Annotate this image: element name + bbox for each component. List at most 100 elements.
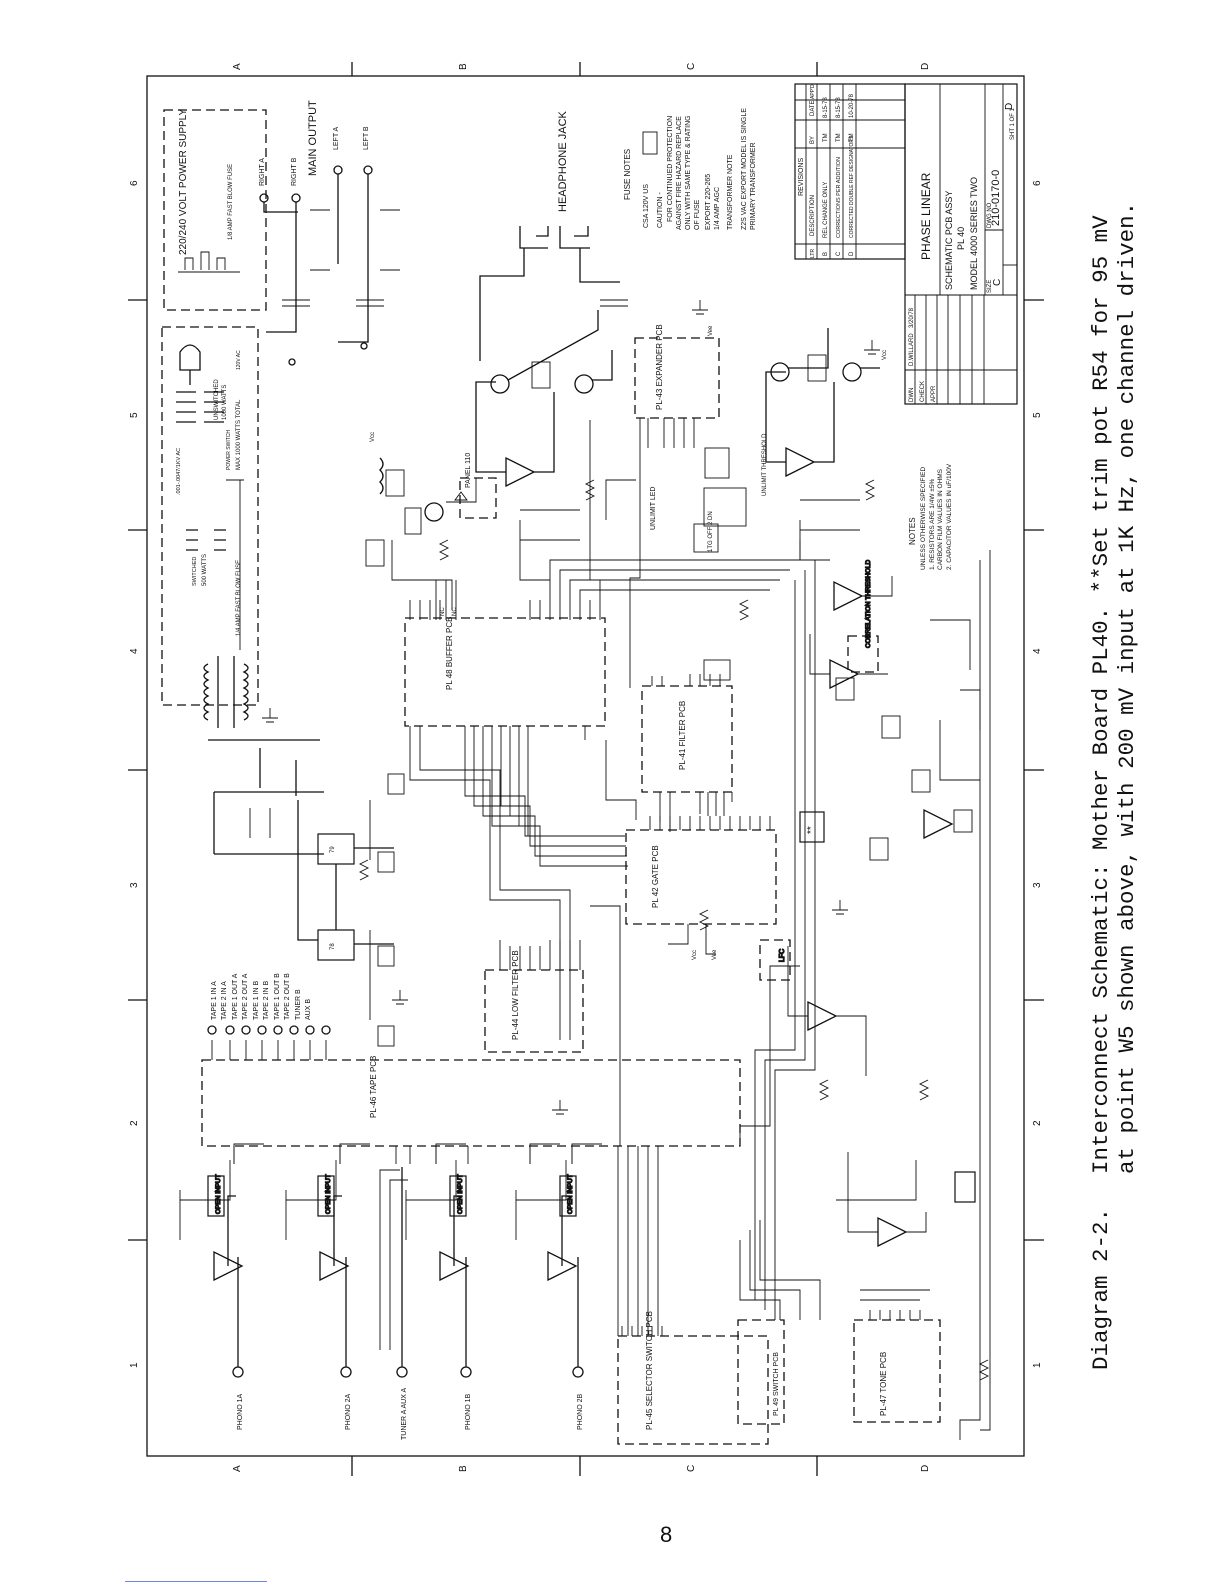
rev-row-d-by: TM [849, 133, 855, 142]
pl48-label: PL 48 BUFFER PCB [445, 616, 454, 690]
fuse-notes-title: FUSE NOTES [623, 149, 632, 200]
total-watts: MAX 1000 WATTS TOTAL [236, 399, 242, 470]
rev-row-b-ltr: B [823, 252, 829, 256]
pl43-label: PL-43 EXPANDER PCB [655, 324, 664, 410]
zone-number-2: 2 [129, 1120, 140, 1126]
phono-2a-label: PHONO 2A [345, 1393, 352, 1430]
general-notes: NOTES UNLESS OTHERWISE SPECIFIED 1. RESI… [908, 463, 953, 570]
zone-number-2-right: 2 [1032, 1120, 1043, 1126]
rev-header-by: BY [810, 136, 816, 144]
fuse-line-9: PRIMARY TRANSFORMER [750, 142, 757, 230]
zone-letters-top: A B C D A B C D [232, 63, 931, 1472]
misc-components [262, 300, 990, 1381]
fuse-line-6: 1/4 AMP AGC [714, 187, 721, 230]
tape-label-9: AUX B [305, 999, 312, 1020]
tape-label-6: TAPE 1 OUT B [274, 973, 281, 1020]
fuse-14-label: 1/4 AMP FAST BLOW FUSE [236, 560, 242, 636]
ac-label: 120V AC [236, 350, 242, 370]
drawn-by: D.WILLARD [909, 333, 915, 366]
rev-row-d-date: 10-20-78 [849, 93, 855, 118]
rev-row-c-date: 8-15-78 [836, 97, 842, 118]
drawing-title-2: PL 40 [956, 227, 966, 250]
power-supply-title: 220/240 VOLT POWER SUPPLY [178, 108, 189, 255]
appr-label: APPR [931, 385, 937, 402]
off-on-label: 1TG OFF 2 DN [708, 511, 714, 552]
rev-header-ltr: LTR [810, 249, 816, 258]
rev-header-date: DATE [810, 100, 816, 116]
unswitched-label: UNSWITCHED [214, 379, 220, 420]
pl47-label: PL-47 TONE PCB [879, 1352, 888, 1416]
zone-number-3: 3 [129, 882, 140, 888]
switched-watts: 500 WATTS [202, 554, 208, 586]
fuse-csa: CSA 120V US [643, 184, 650, 228]
rev-row-b-by: TM [823, 133, 829, 142]
diagram-caption: Diagram 2-2.Interconnect Schematic: Moth… [1088, 130, 1178, 1370]
zone-number-4: 4 [129, 648, 140, 654]
check-label: CHECK [920, 381, 926, 402]
drawing-title-3: MODEL 4000 SERIES TWO [969, 177, 979, 290]
phono-labels: PHONO 1A PHONO 2A TUNER A AUX A PHONO 1B… [237, 1388, 584, 1440]
drawing-title-1: SCHEMATIC PCB ASSY [944, 191, 954, 290]
zone-letter-a: A [232, 63, 243, 70]
fuse-line-3: ONLY WITH SAME TYPE & RATING [685, 115, 692, 230]
pl49-switch-pcb: PL 49 SWITCH PCB [737, 1319, 785, 1425]
drawn-label: DWN [909, 388, 915, 402]
main-output-label: MAIN OUTPUT [307, 100, 319, 176]
output-driver-stages [475, 310, 880, 581]
zone-letter-b: B [458, 63, 469, 70]
power-supply-section: 220/240 VOLT POWER SUPPLY 1/8 AMP FAST B… [161, 108, 405, 1047]
rev-row-c-ltr: C [836, 251, 842, 256]
tape-label-5: TAPE 2 IN B [263, 981, 270, 1020]
power-switch-label: POWER SWITCH [226, 430, 232, 470]
right-a-label: RIGHT A [259, 158, 266, 186]
notes-line-2: 1. RESISTORS ARE 1/4W ±5% [929, 479, 936, 570]
left-a-label: LEFT A [333, 126, 340, 150]
tuner-aux-a-label: TUNER A AUX A [401, 1388, 408, 1440]
page-number: 8 [660, 1522, 673, 1547]
size-label: SIZE [987, 280, 993, 293]
title-block: PHASE LINEAR SCHEMATIC PCB ASSY PL 40 MO… [904, 83, 1018, 405]
vcc-label-1: Vcc [370, 432, 376, 442]
fuse-line-7: TRANSFORMER NOTE [727, 154, 734, 230]
tape-label-1: TAPE 2 IN A [221, 981, 228, 1020]
zone-number-1: 1 [129, 1362, 140, 1368]
zone-letter-d: D [920, 63, 931, 70]
pl41-label: PL-41 FILTER PCB [678, 701, 687, 770]
dwg-no-label: DWG NO [987, 202, 993, 228]
tape-label-3: TAPE 2 OUT A [242, 973, 249, 1020]
phono-2b-label: PHONO 2B [577, 1393, 584, 1430]
size: C [992, 279, 1003, 286]
tone-stages: LFC CORRELATION THRESHOLD [759, 559, 981, 1248]
svg-text:79: 79 [330, 846, 336, 853]
rev-row-b-desc: REL CHANGE ONLY [823, 182, 829, 238]
notes-line-4: 2. CAPACITOR VALUES IN uF/100V [946, 463, 953, 570]
main-output-section: MAIN OUTPUT RIGHT A RIGHT B LEFT A LEFT … [259, 100, 400, 366]
headphone-jack-section: HEADPHONE JACK [479, 110, 628, 361]
notes-title: NOTES [908, 517, 917, 545]
open-input-2b: OPEN INPUT [567, 1174, 574, 1214]
pl44-label: PL-44 LOW FILTER PCB [511, 950, 520, 1040]
power-supply-fuse: 1/8 AMP FAST BLOW FUSE [228, 164, 234, 240]
pl41-filter-pcb: PL-41 FILTER PCB [641, 659, 733, 832]
zone-letter-d-bottom: D [920, 1465, 931, 1472]
pl49-label: PL 49 SWITCH PCB [773, 1352, 780, 1416]
fuse-line-4: OF FUSE [694, 199, 701, 230]
left-b-label: LEFT B [363, 126, 370, 150]
pl45-selector-switch-pcb: PL-45 SELECTOR SWITCH PCB [617, 1311, 769, 1445]
pl42-gate-pcb: PL 42 GATE PCB ** [625, 811, 825, 955]
fuse-notes: FUSE NOTES CSA 120V US CAUTION - FOR CON… [623, 108, 757, 230]
phono-1b-label: PHONO 1B [465, 1393, 472, 1430]
rev-row-c-desc: CORRECTIONS PER ADDITION [836, 157, 842, 238]
pl43-expander-pcb: PL-43 EXPANDER PCB UNLIMIT LED UNLIMIT T… [634, 324, 768, 553]
fuse-line-1: FOR CONTINUED PROTECTION [667, 116, 674, 222]
caption-line-1: Interconnect Schematic: Mother Board PL4… [1088, 215, 1114, 1174]
open-input-1a: OPEN INPUT [215, 1174, 222, 1214]
vee-label-1: Vee [708, 325, 714, 336]
zone-numbers: 6 5 4 3 2 1 6 5 4 3 2 1 [129, 180, 1043, 1368]
pl44-low-filter-pcb: PL-44 LOW FILTER PCB [484, 940, 584, 1053]
unlimit-led-label: UNLIMIT LED [650, 487, 657, 530]
rev-row-d-ltr: D [849, 251, 855, 256]
dwg-no: 210-0170-0 [990, 170, 1002, 226]
zone-number-6: 6 [129, 180, 140, 186]
